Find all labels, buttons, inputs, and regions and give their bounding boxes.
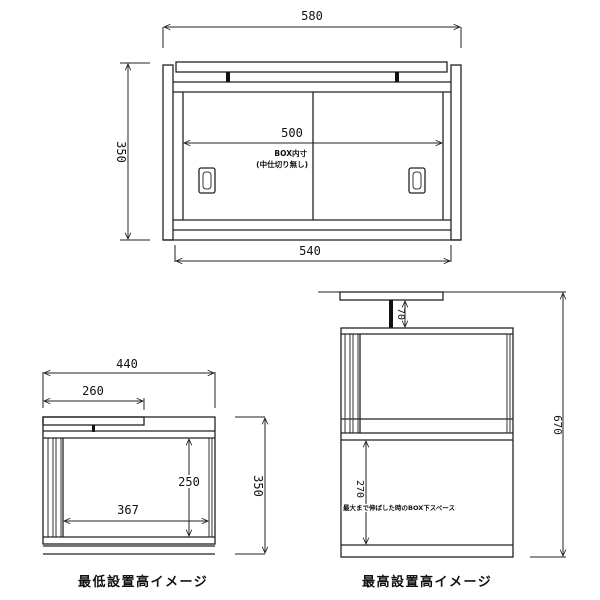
- max-height-caption: 最高設置高イメージ: [362, 575, 493, 590]
- max-body-frame: [340, 327, 514, 558]
- dim-367-label: 367: [117, 503, 139, 517]
- min-height-caption: 最低設置高イメージ: [78, 575, 209, 590]
- left-handle-icon: [198, 167, 216, 194]
- max-height-side-view: 70 270 最大まで伸ばした時のBOX下スペース 670: [318, 291, 566, 558]
- left-support-bar: [226, 72, 230, 82]
- dim-540-label: 540: [299, 244, 321, 258]
- max-post-left-1: [344, 333, 351, 434]
- right-handle-icon: [408, 167, 426, 194]
- dim-350-label: 350: [114, 141, 128, 163]
- dim-270-label: 270: [354, 480, 365, 498]
- min-support-bar: [92, 425, 95, 432]
- dim-670-label: 670: [551, 415, 564, 435]
- top-plate: [175, 61, 448, 73]
- min-top-plate: [42, 416, 145, 426]
- max-post-left-2: [352, 333, 359, 434]
- right-post: [450, 64, 462, 241]
- min-post-left-1: [47, 437, 54, 538]
- under-space-label: 最大まで伸ばした時のBOX下スペース: [343, 503, 455, 512]
- min-post-left-2: [55, 437, 62, 538]
- max-support-bar: [389, 300, 393, 328]
- min-post-right: [208, 437, 213, 538]
- left-post: [162, 64, 174, 241]
- dim-250-label: 250: [178, 475, 200, 489]
- dim-440-label: 440: [116, 357, 138, 371]
- max-post-right: [506, 333, 511, 434]
- right-support-bar: [395, 72, 399, 82]
- max-top-plate: [339, 291, 444, 301]
- no-divider-label: (中仕切り無し): [256, 159, 308, 169]
- dim-580-label: 580: [301, 9, 323, 23]
- min-height-side-view: 440 260 250 367 350: [42, 357, 265, 555]
- dim-70-label: 70: [395, 308, 406, 320]
- front-view-drawing: 580 350 500 BOX内寸 (中仕切り無し): [114, 9, 462, 262]
- dim-260-label: 260: [82, 384, 104, 398]
- min-body-frame: [42, 416, 216, 545]
- box-inner-label: BOX内寸: [274, 148, 307, 158]
- dim-500-label: 500: [281, 126, 303, 140]
- dim-350b-label: 350: [251, 475, 265, 497]
